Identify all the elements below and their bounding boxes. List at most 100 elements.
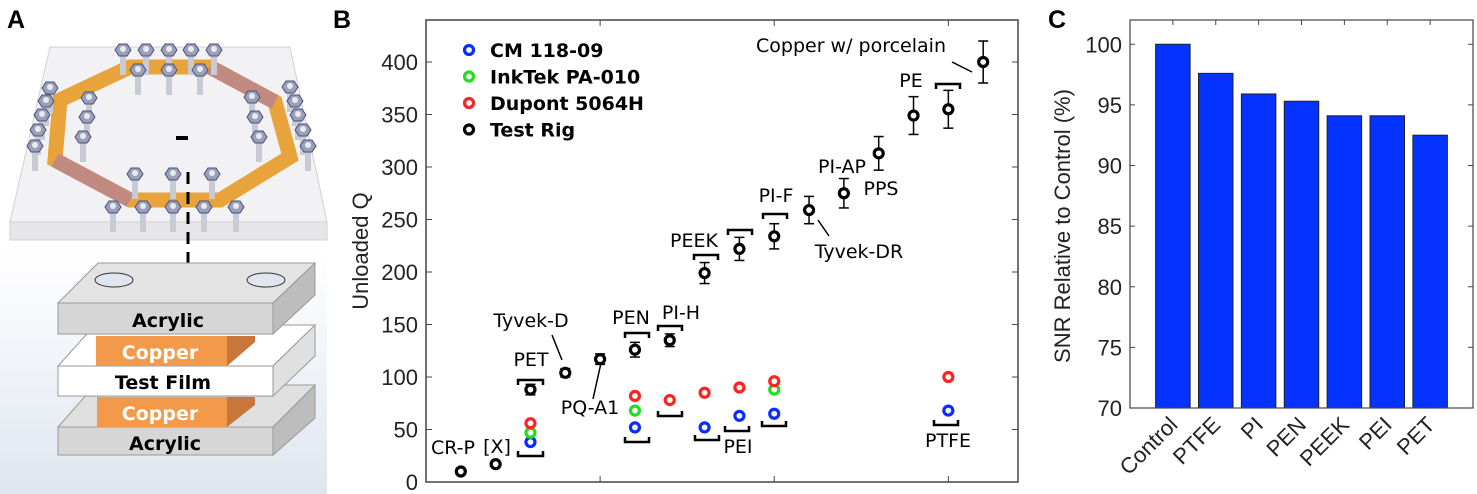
bolt-tip xyxy=(170,170,176,176)
annotation-label: PPS xyxy=(864,178,899,200)
bolt-tip xyxy=(86,94,92,100)
bolt-tip xyxy=(295,111,301,117)
bolt-tip xyxy=(188,46,194,52)
group-bracket xyxy=(623,437,651,444)
data-point-dupont-5064h xyxy=(524,417,537,430)
data-point-test-rig xyxy=(628,343,642,356)
bolt-head xyxy=(246,272,286,288)
annotation-label: PE xyxy=(899,70,922,92)
data-point-dupont-5064h xyxy=(698,386,711,399)
bolt-tip xyxy=(110,203,116,209)
bolt-tip xyxy=(166,46,172,52)
annotation-label: PET xyxy=(513,349,548,371)
bolt-tip xyxy=(32,142,38,148)
group-bracket xyxy=(656,411,684,418)
center-mark xyxy=(176,136,188,140)
data-point-test-rig xyxy=(907,109,920,122)
data-point-test-rig xyxy=(698,266,711,280)
bolt-tip xyxy=(211,46,217,52)
layer-label: Acrylic xyxy=(132,310,204,332)
bolt-tip xyxy=(35,126,41,132)
y-tick-label: 0 xyxy=(406,470,418,494)
group-bracket xyxy=(760,421,788,428)
y-tick-label: 90 xyxy=(1098,154,1122,179)
x-tick-label: PEEK xyxy=(1295,412,1354,471)
bolt-tip xyxy=(120,46,126,52)
data-point-test-rig xyxy=(559,366,572,379)
data-point-test-rig xyxy=(524,383,537,396)
bolt-tip xyxy=(39,111,45,117)
bolt-tip xyxy=(135,66,141,72)
data-point-test-rig xyxy=(872,147,885,160)
group-bracket xyxy=(932,420,960,427)
data-point-dupont-5064h xyxy=(768,375,781,388)
bolt-tip xyxy=(170,203,176,209)
layer-acrylic-top xyxy=(57,302,274,335)
legend-marker xyxy=(462,123,476,136)
data-point-test-rig xyxy=(663,334,676,347)
bolt-tip xyxy=(292,97,298,103)
y-tick-label: 200 xyxy=(381,260,418,285)
group-bracket xyxy=(516,451,545,458)
bolt-tip xyxy=(80,133,86,139)
data-point-test-rig xyxy=(837,187,850,200)
annotation-label: PEI xyxy=(723,436,752,458)
data-point-test-rig xyxy=(802,203,816,217)
annotation-label: PI-H xyxy=(662,302,700,324)
bar-peek xyxy=(1326,115,1363,409)
panel-a-diagram: A Acrylic Copper Test Film C xyxy=(0,6,328,494)
data-point-cm-118-09 xyxy=(733,409,746,422)
bolt-tip xyxy=(300,126,306,132)
bolt-tip xyxy=(166,66,172,72)
group-bracket xyxy=(761,212,789,219)
layer-copper-bottom xyxy=(97,397,227,427)
bar-control xyxy=(1155,43,1191,409)
screw-nuts xyxy=(26,43,317,232)
group-bracket xyxy=(516,378,545,385)
bar-pei xyxy=(1369,115,1405,409)
bar-pet xyxy=(1412,134,1448,409)
y-tick-label: 300 xyxy=(381,155,418,180)
bolt-head xyxy=(94,272,134,288)
y-tick-label: 400 xyxy=(381,50,418,75)
annotation-label: PEEK xyxy=(670,230,718,252)
group-bracket xyxy=(934,82,962,89)
bolt-tip xyxy=(43,97,49,103)
bar-ptfe xyxy=(1198,72,1234,409)
bolt-tip xyxy=(140,203,146,209)
annotation-label: PTFE xyxy=(925,430,971,452)
group-bracket xyxy=(693,435,721,442)
group-bracket xyxy=(656,324,684,331)
data-point-test-rig xyxy=(454,465,467,478)
group-bracket xyxy=(623,331,651,338)
bolt-tip xyxy=(249,93,255,99)
annotation-label: CR-P xyxy=(431,437,475,459)
bolt-tip xyxy=(233,203,239,209)
y-tick-label: 50 xyxy=(394,418,418,443)
y-tick-label: 80 xyxy=(1098,275,1122,300)
y-axis-label: Unloaded Q xyxy=(348,192,373,309)
layer-test-film xyxy=(57,365,274,397)
layer-label: Copper xyxy=(122,342,199,364)
annotation-leader xyxy=(817,219,830,237)
bolt-tip xyxy=(287,83,293,89)
y-tick-label: 250 xyxy=(381,208,418,233)
bolt-tip xyxy=(132,170,138,176)
annotation-leader xyxy=(951,61,973,73)
data-point-test-rig xyxy=(768,230,781,243)
data-point-cm-118-09 xyxy=(524,436,537,449)
bolt-tip xyxy=(256,133,262,139)
data-point-test-rig xyxy=(942,103,955,116)
annotation-label: PI-F xyxy=(759,185,794,207)
x-tick-label: PI xyxy=(1236,412,1268,444)
panel-label-b: B xyxy=(333,6,351,34)
data-point-cm-118-09 xyxy=(628,421,642,434)
annotation-label: Copper w/ porcelain xyxy=(756,35,946,57)
legend-entry: CM 118-09 xyxy=(490,40,603,62)
bolt-tip xyxy=(47,84,53,90)
bar-pi xyxy=(1240,93,1277,409)
x-tick-label: PTFE xyxy=(1168,412,1225,469)
x-tick-label: PEI xyxy=(1354,412,1397,455)
